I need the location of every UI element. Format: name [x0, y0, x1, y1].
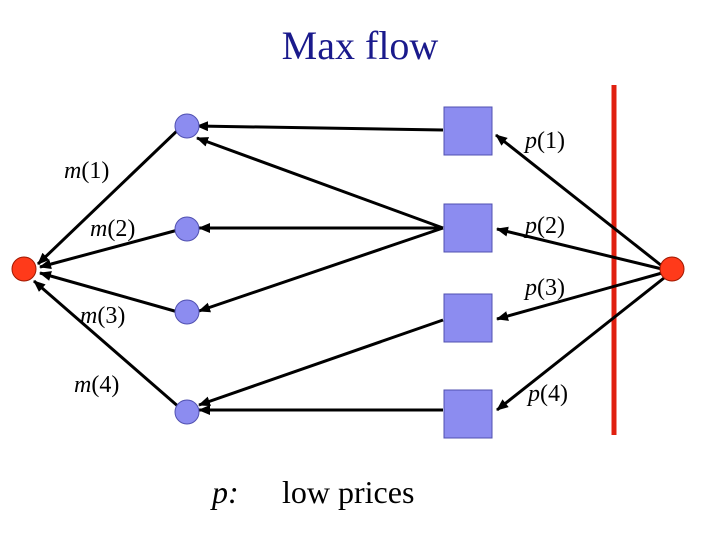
edge-m1-sink — [36, 126, 182, 266]
edge-source-p1 — [495, 133, 663, 268]
market-node-2 — [174, 216, 200, 242]
price-label-3: p(3) — [525, 275, 565, 301]
edge-m4-sink — [33, 279, 181, 410]
market-label-1: m(1) — [64, 158, 110, 184]
edge-source-p3 — [496, 271, 663, 321]
edge-m2-sink — [39, 228, 179, 269]
price-label-2: p(2) — [525, 213, 565, 239]
edge-m3-sink — [39, 271, 179, 314]
price-node-1 — [443, 106, 493, 156]
price-node-4 — [443, 389, 493, 439]
price-label-4: p(4) — [528, 381, 568, 407]
slide-title: Max flow — [281, 23, 439, 68]
market-label-2: m(2) — [90, 216, 136, 242]
market-node-4 — [174, 399, 200, 425]
market-node-1 — [174, 113, 200, 139]
market-node-3 — [174, 299, 200, 325]
edge-p2-m3 — [198, 226, 444, 313]
market-label-4: m(4) — [74, 372, 120, 398]
edge-source-p2 — [496, 226, 663, 271]
price-node-2 — [443, 203, 493, 253]
edge-p2-m1 — [196, 136, 444, 230]
market-label-3: m(3) — [80, 303, 126, 329]
sink-node — [11, 256, 37, 282]
caption-symbol: p: — [212, 474, 239, 510]
source-node — [659, 256, 685, 282]
edge-source-p4 — [496, 276, 665, 412]
caption-text: low prices — [282, 474, 415, 510]
edge-p3-m4 — [198, 318, 444, 407]
price-node-3 — [443, 293, 493, 343]
edge-p1-m1 — [196, 121, 444, 132]
price-label-1: p(1) — [525, 128, 565, 154]
